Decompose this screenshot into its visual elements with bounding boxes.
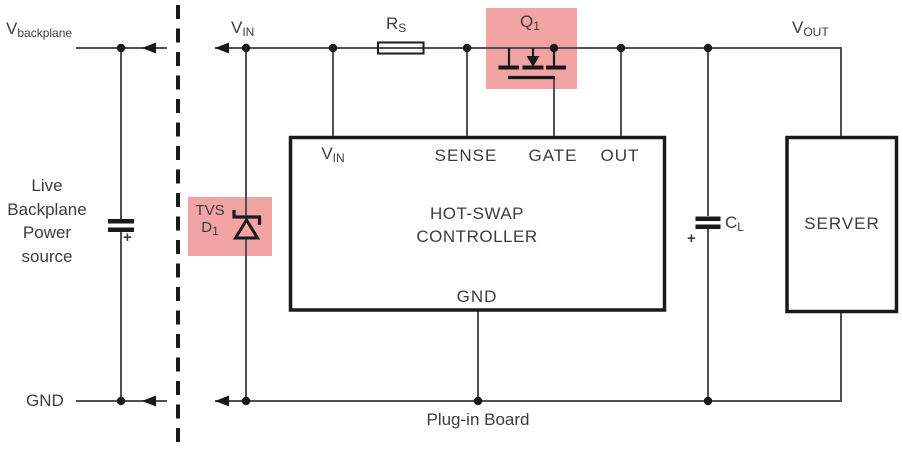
current-direction-arrows xyxy=(142,42,229,407)
cl-sub: L xyxy=(737,220,744,234)
pin-gate-label: GATE xyxy=(528,146,578,165)
d1-sub: 1 xyxy=(212,224,219,238)
arrow-icon xyxy=(142,395,156,407)
v-backplane-main: V xyxy=(6,19,18,38)
pin-out-label: OUT xyxy=(600,146,640,165)
rs-sub: S xyxy=(398,21,407,35)
hot-swap-controller-title: HOT-SWAP CONTROLLER xyxy=(416,204,538,246)
cl-label: CL xyxy=(725,213,744,234)
vout-label: VOUT xyxy=(792,18,829,39)
resistor-rs-symbol xyxy=(377,41,425,55)
mosfet-q1-symbol xyxy=(498,48,566,80)
load-cap-plus-sign: + xyxy=(687,230,696,247)
vout-main: V xyxy=(792,18,804,37)
tvs-type-label: TVS xyxy=(195,202,225,219)
arrow-icon xyxy=(215,395,229,407)
backplane-capacitor-symbol xyxy=(108,219,134,232)
vin-main: V xyxy=(231,18,243,37)
pin-gnd-label: GND xyxy=(456,287,498,306)
rs-label: RS xyxy=(386,14,407,35)
plug-in-board-label: Plug-in Board xyxy=(426,410,530,429)
cl-main: C xyxy=(725,213,738,232)
q1-sub: 1 xyxy=(533,19,540,33)
tvs-highlight xyxy=(188,197,272,256)
pin-vin-sub: IN xyxy=(332,151,345,165)
rs-main: R xyxy=(386,14,399,33)
vout-sub: OUT xyxy=(803,25,829,39)
tvs-d1-label: TVS D1 xyxy=(191,202,229,238)
pin-sense-label: SENSE xyxy=(434,146,498,165)
q1-main: Q xyxy=(520,12,534,31)
tvs-diode-d1-symbol xyxy=(232,210,262,240)
d1-main: D xyxy=(201,219,213,236)
pin-vin-label: VIN xyxy=(298,144,368,165)
pin-vin-main: V xyxy=(321,144,333,163)
v-backplane-label: Vbackplane xyxy=(6,19,73,40)
wires xyxy=(76,47,842,402)
backplane-source-label: Live Backplane Power source xyxy=(7,176,87,266)
arrow-icon xyxy=(215,42,229,54)
vin-label: VIN xyxy=(231,18,255,39)
server-box xyxy=(785,135,899,314)
v-backplane-sub: backplane xyxy=(17,26,73,40)
junction-dots xyxy=(116,43,713,406)
hot-swap-controller-box xyxy=(288,135,667,312)
backplane-cap-plus-sign: + xyxy=(123,229,132,246)
q1-label: Q1 xyxy=(520,12,540,33)
d1-ref: D1 xyxy=(201,219,219,238)
server-title: SERVER xyxy=(804,214,880,233)
gnd-backplane-label: GND xyxy=(26,391,64,410)
arrow-icon xyxy=(142,42,156,54)
vin-sub: IN xyxy=(242,25,255,39)
load-capacitor-cl-symbol xyxy=(695,216,721,229)
